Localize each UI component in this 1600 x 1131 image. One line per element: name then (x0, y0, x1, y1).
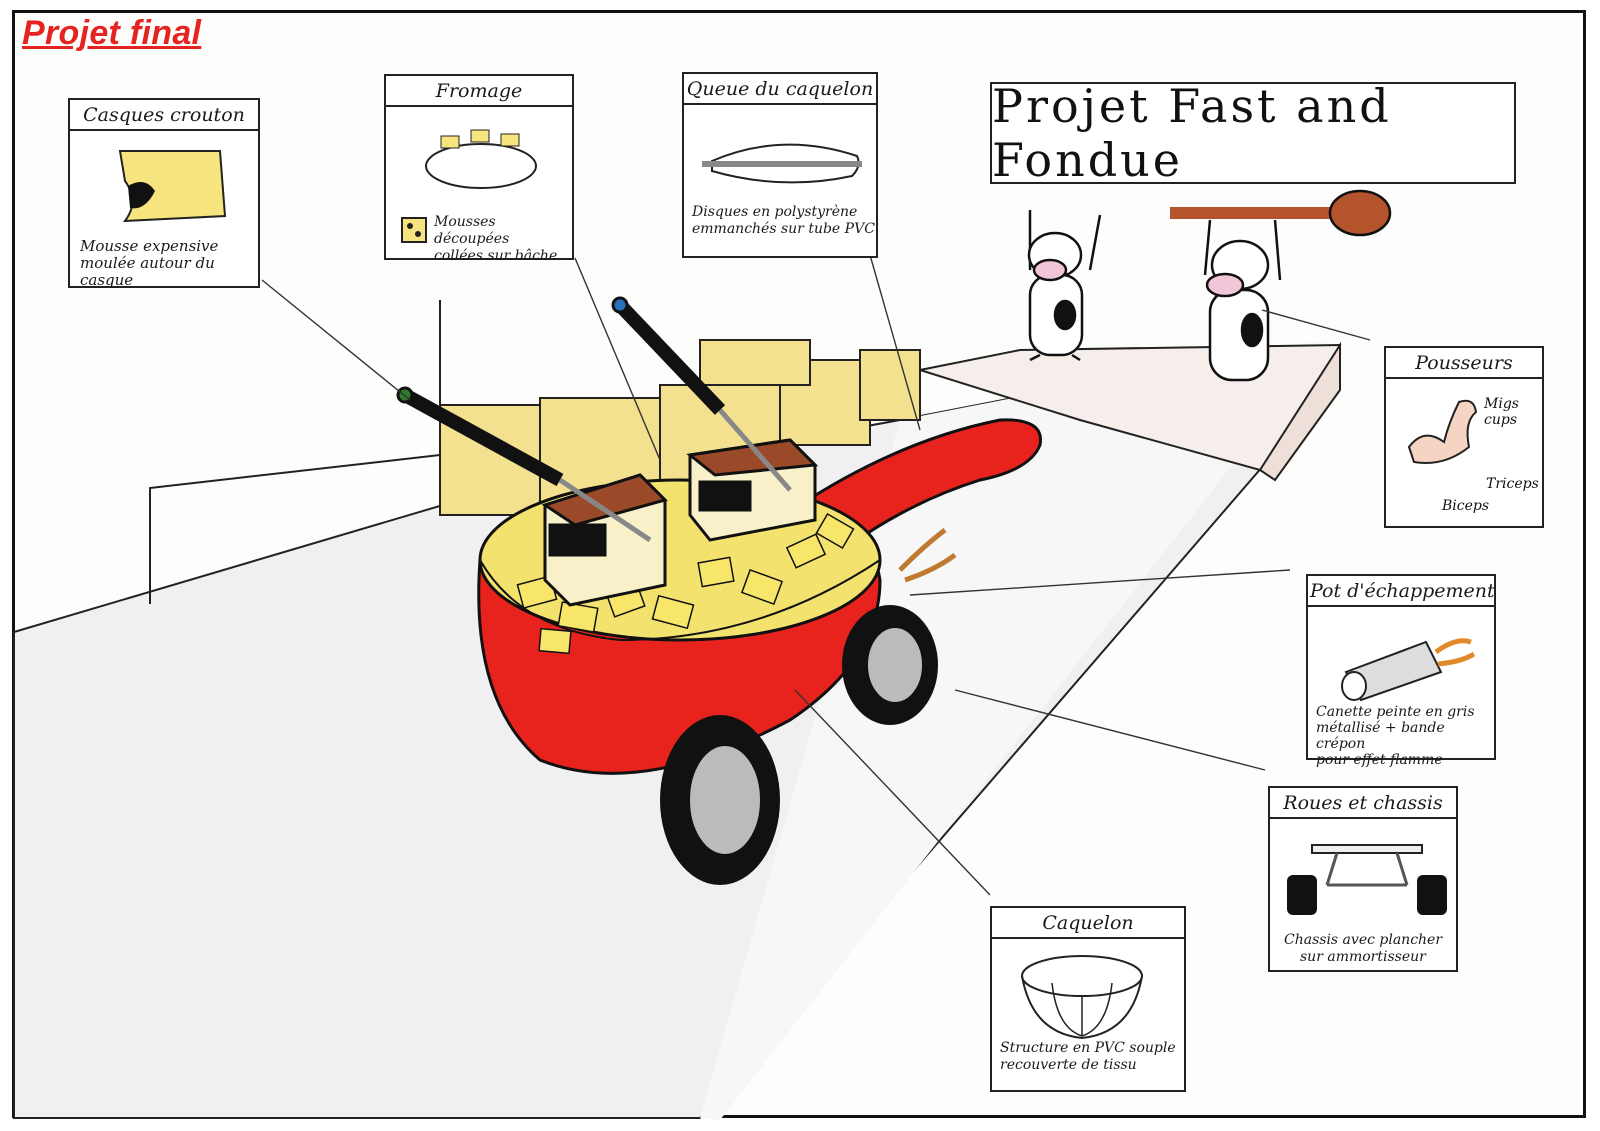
muscle-label-migs: Migs cups (1484, 396, 1519, 428)
caption-line: moulée autour du casque (80, 254, 215, 289)
caption-line: pour effet flamme (1316, 752, 1443, 768)
card-title: Pousseurs (1386, 348, 1542, 379)
caption-line: Canette peinte en gris (1316, 704, 1475, 720)
muscle-label-triceps: Triceps (1486, 476, 1539, 492)
caption-line: Chassis avec plancher (1284, 932, 1443, 948)
caption-line: Mousses découpées (434, 214, 510, 247)
card-casques-crouton: Casques crouton Mousse expensive moulée … (68, 98, 260, 289)
card-title: Queue du caquelon (684, 74, 876, 105)
caption-line: Structure en PVC souple (1000, 1040, 1176, 1056)
card-roues-chassis: Roues et chassis Chassis avec plancher s… (1268, 786, 1458, 972)
card-queue-du-caquelon: Queue du caquelon Disques en polystyrène… (682, 72, 878, 258)
card-caquelon: Caquelon Structure en PVC souple recouve… (990, 906, 1186, 1092)
card-pot-echappement: Pot d'échappement Canette peinte en gris… (1306, 574, 1496, 768)
wheels (660, 605, 938, 885)
caption-line: collées sur bâche (434, 248, 558, 264)
card-pousseurs: Pousseurs Migs cups Triceps Biceps (1384, 346, 1544, 528)
card-title: Pot d'échappement (1308, 576, 1495, 607)
tail-disks-icon (702, 143, 862, 184)
caption-line: recouverte de tissu (1000, 1057, 1137, 1073)
caption-line: Disques en polystyrène (692, 204, 858, 220)
page-title: Projet final (22, 14, 202, 52)
caquelon-frame-icon (1021, 955, 1143, 1040)
caption-line: sur ammortisseur (1300, 949, 1426, 965)
muscle-label-biceps: Biceps (1442, 498, 1490, 514)
card-title: Roues et chassis (1270, 788, 1456, 819)
cheese-pot-icon (425, 129, 537, 189)
card-title: Caquelon (992, 908, 1184, 939)
crouton-pilots (541, 438, 819, 607)
exhaust-flame (898, 528, 957, 583)
caption-line: Mousse expensive (80, 237, 219, 255)
chassis-icon (1287, 844, 1447, 915)
fondue-forks (396, 296, 792, 543)
card-fromage: Fromage Mousses découpées collées sur bâ… (384, 74, 574, 264)
muscle-arm-icon (1407, 399, 1478, 464)
cow-pushers (1027, 189, 1392, 382)
card-title: Fromage (386, 76, 572, 107)
caption-line: métallisé + bande crépon (1316, 720, 1445, 752)
foam-cube-icon (401, 217, 427, 243)
card-title: Casques crouton (70, 100, 258, 131)
main-title: Projet Fast and Fondue (990, 79, 1516, 187)
exhaust-can-icon (1341, 638, 1476, 702)
leader-lines (261, 254, 1371, 896)
helmet-icon (118, 150, 227, 223)
caption-line: emmanchés sur tube PVC (692, 221, 875, 237)
cheese-bits (516, 512, 855, 655)
